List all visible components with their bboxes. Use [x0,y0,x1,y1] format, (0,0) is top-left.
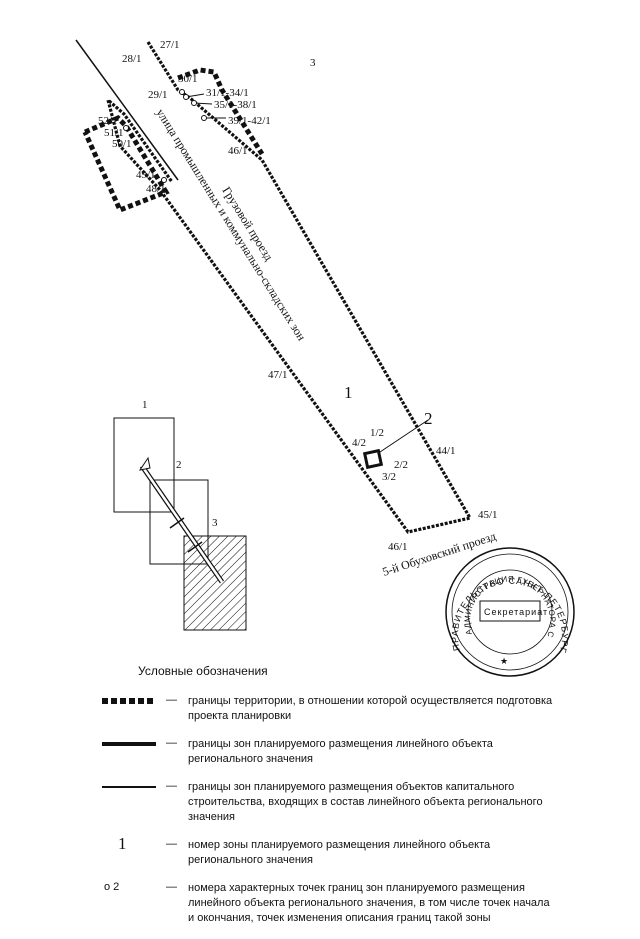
legend-text: границы зон планируемого размещения лине… [188,738,493,765]
point-label: 2/2 [394,459,408,471]
object-zone-boundary [75,39,179,181]
legend-item-territory: — границы территории, в отношении которо… [100,694,570,724]
legend-item-points: о 2 — номера характерных точек границ зо… [100,881,570,926]
inset-label-3: 3 [212,517,218,529]
point-label: 39/1-42/1 [228,115,271,127]
point-number-symbol: о 2 [104,881,120,893]
overview-inset: 1 2 3 [113,399,247,631]
inset-label-2: 2 [176,459,182,471]
svg-text:★: ★ [500,656,509,666]
inset-label-1: 1 [142,399,148,411]
planning-map: 3 1 2 улица промышленных и коммунально-с… [0,0,575,677]
point-label: 27/1 [160,39,180,51]
legend-text: номера характерных точек границ зон план… [188,882,550,924]
zone-2-square [362,419,429,470]
zone-number-3: 3 [310,57,316,69]
point-label: 49/1 [136,169,156,181]
dotted-boundary-symbol [100,694,162,708]
point-label: 52/1 [98,115,118,127]
point-label: 29/1 [148,89,168,101]
point-label: 35/1-38/1 [214,99,257,111]
seal-center: Секретариат [484,607,548,617]
point-label: 44/1 [436,445,456,457]
zone-number-symbol: 1 [118,834,127,853]
street-label-main: улица промышленных и коммунально-складск… [153,106,309,343]
street-label-obukhov: 5-й Обуховский проезд [381,529,498,579]
zone-number-1: 1 [344,383,353,402]
point-label: 4/2 [352,437,366,449]
point-label: 46/1 [388,541,408,553]
point-label: 31/1-34/1 [206,87,249,99]
point-label: 51/1 [104,127,124,139]
legend: Условные обозначения — границы территори… [100,664,570,939]
legend-text: границы территории, в отношении которой … [188,695,553,722]
zone-number-2: 2 [424,409,433,428]
point-label: 48/1 [146,183,166,195]
point-label: 47/1 [268,369,288,381]
point-label: 50/1 [112,138,132,150]
point-leaders [123,89,226,183]
legend-item-zone: — границы зон планируемого размещения ли… [100,737,570,767]
point-label: 30/1 [178,73,198,85]
legend-text: номер зоны планируемого размещения линей… [188,839,491,866]
legend-item-zone-number: 1 — номер зоны планируемого размещения л… [100,834,570,868]
thick-boundary-symbol [100,737,162,751]
zone-1-boundary [105,41,473,534]
point-label: 46/1 [228,145,248,157]
legend-title: Условные обозначения [138,664,268,678]
territory-boundary [82,67,265,214]
point-label: 3/2 [382,471,396,483]
legend-item-objects: — границы зон планируемого размещения об… [100,780,570,825]
point-label: 45/1 [478,509,498,521]
point-label: 1/2 [370,427,384,439]
point-label: 28/1 [122,53,142,65]
thin-boundary-symbol [100,780,162,794]
legend-text: границы зон планируемого размещения объе… [188,781,543,823]
